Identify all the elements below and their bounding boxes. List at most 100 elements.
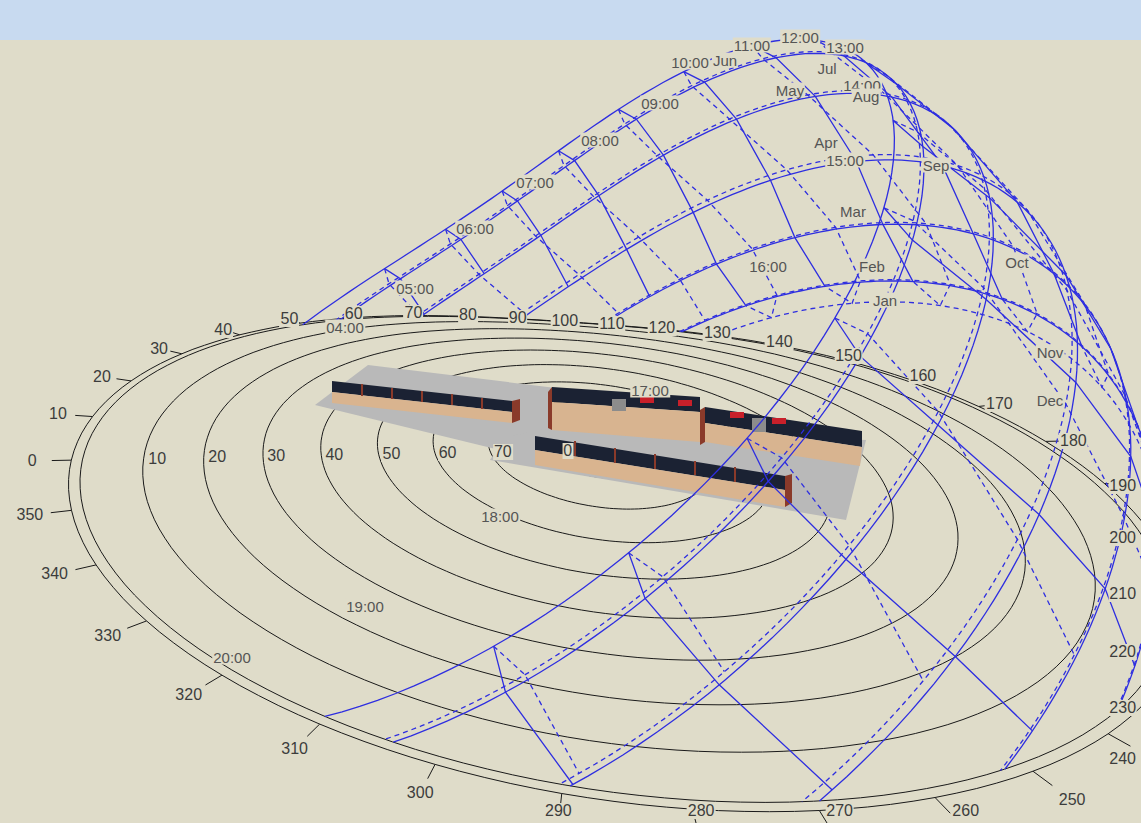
azimuth-tick bbox=[116, 379, 131, 381]
azimuth-tick bbox=[127, 621, 146, 628]
building-end bbox=[512, 399, 520, 423]
azimuth-label: 30 bbox=[149, 341, 169, 357]
sun-path-dashed bbox=[502, 191, 618, 313]
azimuth-tick bbox=[205, 675, 221, 685]
month-label: Mar bbox=[839, 204, 867, 219]
sun-path-dashed bbox=[629, 553, 725, 672]
hour-label: 07:00 bbox=[515, 175, 555, 190]
azimuth-label: 70 bbox=[403, 305, 423, 321]
sun-path-solid bbox=[80, 316, 1141, 802]
azimuth-label: 50 bbox=[279, 311, 299, 327]
sun-path-solid bbox=[884, 208, 1141, 536]
sun-path-solid bbox=[143, 322, 1095, 753]
azimuth-label: 210 bbox=[1108, 586, 1137, 602]
azimuth-label: 260 bbox=[951, 803, 980, 819]
azimuth-tick bbox=[1108, 734, 1130, 746]
sun-path-dashed bbox=[868, 64, 1109, 387]
month-label: Apr bbox=[813, 135, 838, 150]
sun-path-solid bbox=[421, 93, 993, 786]
month-label: Dec bbox=[1036, 393, 1065, 408]
altitude-label: 40 bbox=[324, 447, 344, 463]
month-label: Aug bbox=[852, 89, 881, 104]
azimuth-label: 290 bbox=[544, 803, 573, 819]
sun-path-dashed bbox=[835, 318, 1075, 655]
hour-label: 13:00 bbox=[825, 40, 865, 55]
sun-path-solid bbox=[817, 40, 1003, 299]
hour-label: 18:00 bbox=[480, 509, 520, 524]
sun-path-solid bbox=[684, 72, 825, 287]
azimuth-tick bbox=[75, 565, 96, 570]
azimuth-label: 250 bbox=[1058, 792, 1087, 808]
hour-label: 09:00 bbox=[640, 96, 680, 111]
sun-path-dashed bbox=[600, 222, 1129, 770]
azimuth-label: 280 bbox=[687, 803, 716, 819]
sun-path-solid bbox=[603, 224, 1131, 769]
sun-path-dashed bbox=[446, 229, 523, 312]
hour-label: 05:00 bbox=[395, 281, 435, 296]
month-label: May bbox=[775, 83, 805, 98]
azimuth-label: 80 bbox=[458, 307, 478, 323]
azimuth-label: 310 bbox=[280, 741, 309, 757]
sun-path-dashed bbox=[335, 52, 920, 740]
sun-path-dashed bbox=[619, 109, 778, 317]
hour-label: 17:00 bbox=[630, 383, 670, 398]
hour-label: 04:00 bbox=[325, 320, 365, 335]
sun-path-solid bbox=[835, 318, 1135, 666]
azimuth-label: 340 bbox=[40, 566, 69, 582]
azimuth-label: 120 bbox=[648, 320, 677, 336]
azimuth-label: 320 bbox=[174, 687, 203, 703]
altitude-label: 10 bbox=[147, 451, 167, 467]
azimuth-label: 230 bbox=[1108, 700, 1137, 716]
altitude-label: 50 bbox=[381, 446, 401, 462]
month-label: Jun bbox=[712, 53, 738, 68]
sun-path-solid bbox=[263, 338, 958, 660]
month-label: Jul bbox=[816, 61, 837, 76]
hour-label: 19:00 bbox=[345, 599, 385, 614]
month-label: Feb bbox=[858, 259, 886, 274]
sun-path-solid bbox=[502, 191, 568, 287]
sun-path-dashed bbox=[684, 72, 861, 304]
sun-path-solid bbox=[494, 646, 573, 784]
azimuth-label: 130 bbox=[703, 325, 732, 341]
sun-path-solid bbox=[629, 553, 833, 790]
sun-path-dashed bbox=[514, 155, 1072, 802]
horizon-rings bbox=[51, 314, 1141, 823]
sun-path-solid bbox=[868, 64, 1082, 347]
hour-label: 12:00 bbox=[780, 30, 820, 45]
month-label: Jan bbox=[872, 293, 898, 308]
azimuth-label: 90 bbox=[508, 310, 528, 326]
azimuth-tick bbox=[51, 510, 72, 512]
hour-label: 11:00 bbox=[733, 38, 771, 53]
roof-accent bbox=[678, 400, 692, 406]
hour-label: 20:00 bbox=[212, 650, 252, 665]
azimuth-label: 220 bbox=[1108, 644, 1137, 660]
building-end bbox=[700, 407, 705, 445]
azimuth-label: 300 bbox=[406, 785, 435, 801]
azimuth-label: 180 bbox=[1059, 433, 1088, 449]
azimuth-label: 350 bbox=[16, 507, 45, 523]
hour-label: 06:00 bbox=[455, 221, 495, 236]
sun-path-solid bbox=[69, 316, 1141, 812]
month-label: Nov bbox=[1036, 345, 1065, 360]
azimuth-label: 0 bbox=[27, 453, 38, 469]
roof-accent bbox=[640, 397, 654, 403]
azimuth-tick bbox=[1033, 771, 1052, 785]
hour-label: 15:00 bbox=[825, 153, 865, 168]
altitude-label: 70 bbox=[493, 444, 513, 460]
sun-path-solid bbox=[303, 39, 895, 716]
azimuth-label: 270 bbox=[825, 803, 854, 819]
azimuth-label: 160 bbox=[909, 368, 938, 384]
azimuth-tick bbox=[75, 415, 92, 416]
sun-path-dashed bbox=[417, 91, 990, 784]
sun-path-dashed bbox=[494, 646, 579, 773]
azimuth-tick bbox=[935, 797, 950, 813]
azimuth-label: 330 bbox=[93, 628, 122, 644]
building-wall bbox=[332, 392, 512, 423]
sun-path-solid bbox=[752, 46, 913, 282]
azimuth-label: 40 bbox=[213, 322, 233, 338]
sun-path-solid bbox=[446, 229, 485, 273]
azimuth-tick bbox=[307, 724, 319, 736]
altitude-label: 30 bbox=[266, 448, 286, 464]
hour-label: 16:00 bbox=[748, 259, 788, 274]
